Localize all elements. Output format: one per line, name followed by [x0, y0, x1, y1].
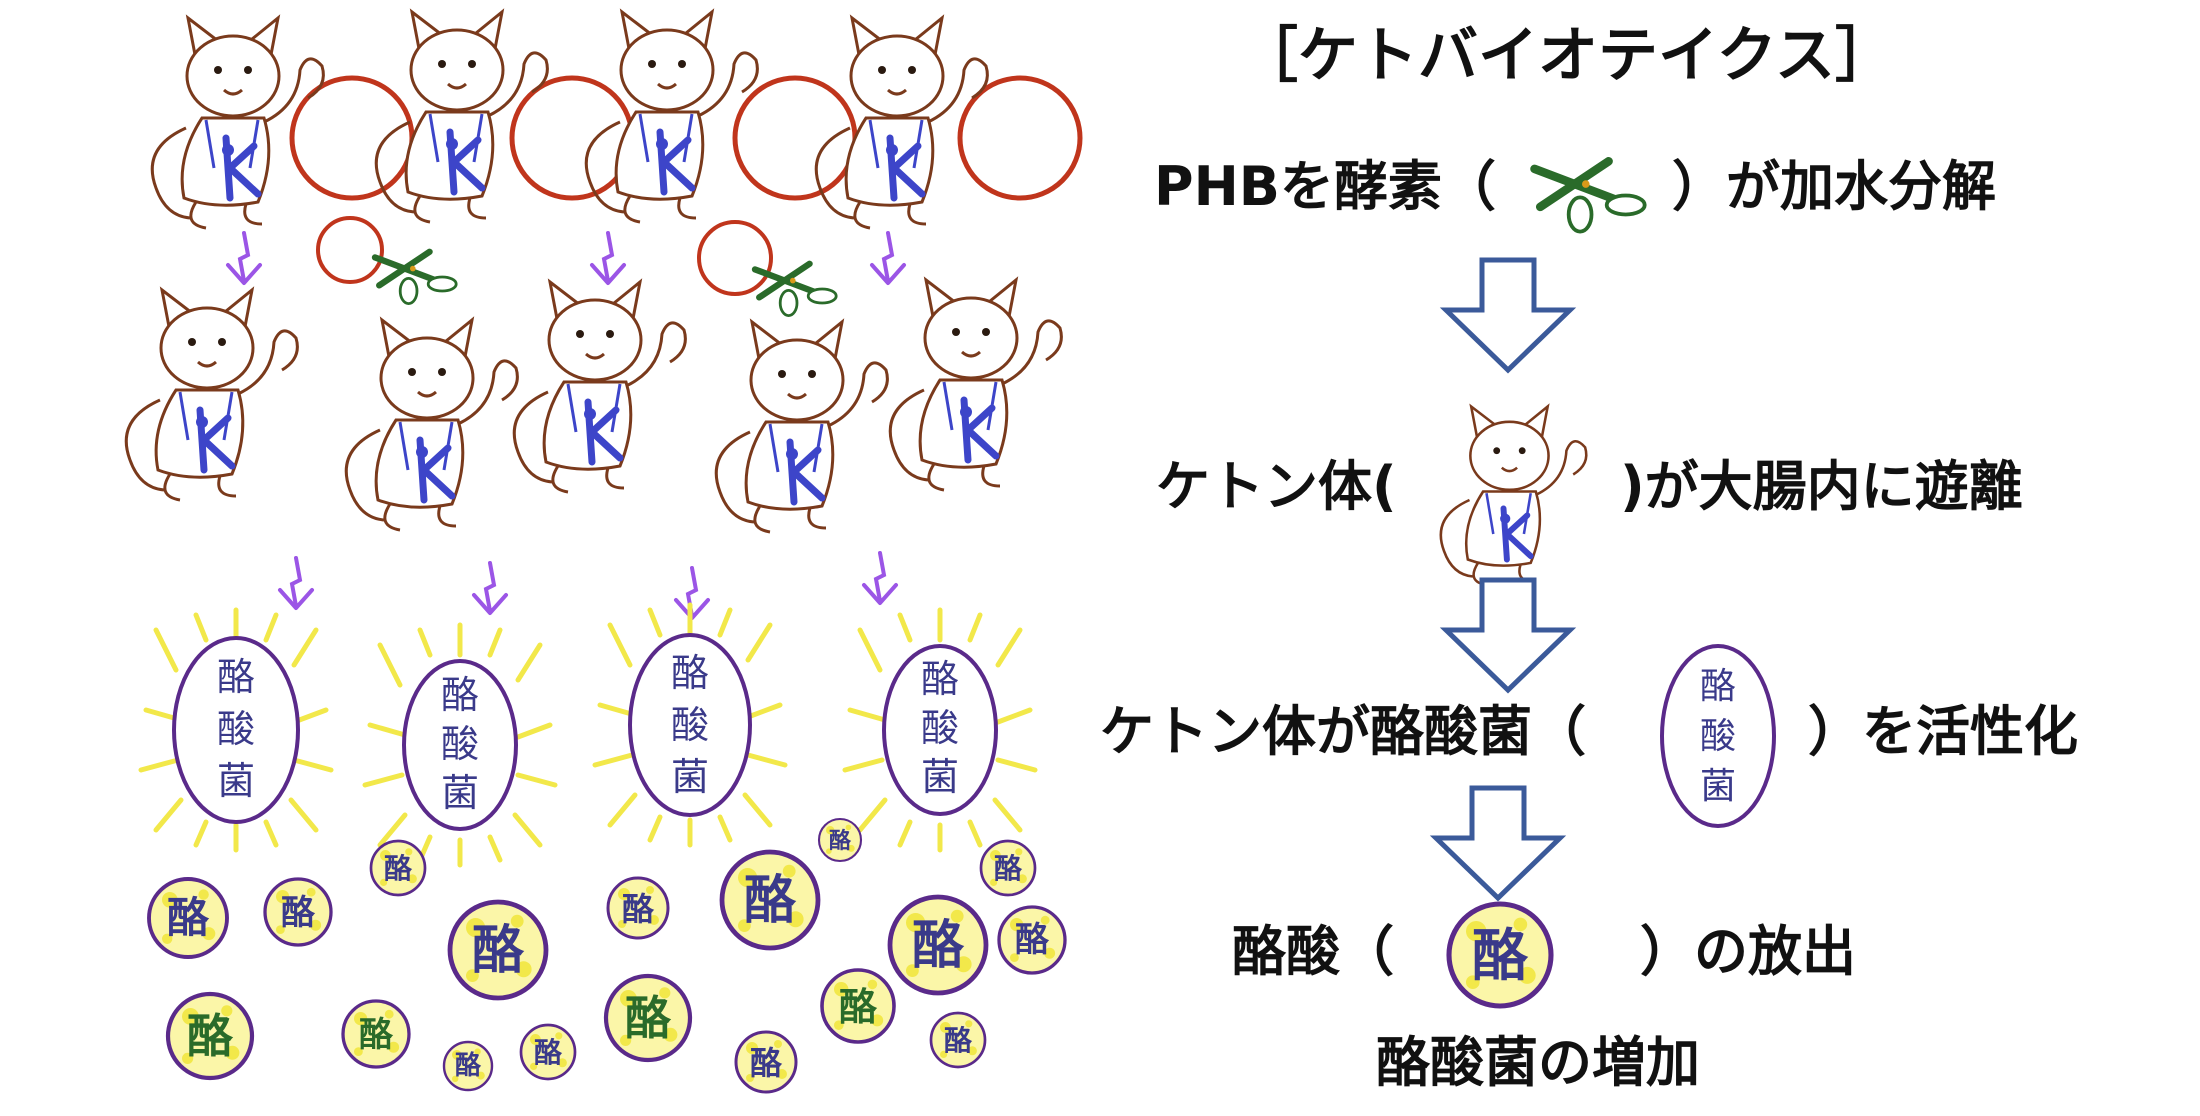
- svg-text:酪: 酪: [744, 871, 797, 931]
- step1-right: ）が加水分解: [1672, 155, 1996, 218]
- diagram-title: ［ケトバイオテイクス］: [1238, 21, 1895, 91]
- butyrate-bead-label: 酪: [1472, 924, 1529, 989]
- svg-text:酪: 酪: [1015, 920, 1050, 960]
- down-arrow-icon: [226, 231, 262, 285]
- bead-labels: 酪 酪 酪 酪 酪 酪 酪 酪 酪 酪 酪 酪 酪 酪 酪 酪 酪 酪: [167, 828, 1050, 1082]
- scissors-icon: [1535, 161, 1645, 231]
- step2-right: )が大腸内に遊離: [1620, 455, 2023, 518]
- svg-text:酪: 酪: [281, 893, 316, 933]
- step2-left: ケトン体(: [1156, 455, 1397, 518]
- bacteria-char: 酸: [1700, 716, 1736, 757]
- bacteria-char: 酸: [671, 703, 709, 747]
- ketone-cat-icon: [126, 290, 297, 500]
- svg-text:酪: 酪: [829, 828, 852, 854]
- bacteria-group: [141, 605, 1035, 865]
- step3-right: ）を活性化: [1808, 700, 2078, 763]
- bacteria-labels: 酪 酸 菌 酪 酸 菌 酪 酸 菌 酪 酸 菌: [217, 651, 959, 815]
- step3-left: ケトン体が酪酸菌（: [1100, 700, 1586, 763]
- bacteria-char: 菌: [671, 755, 709, 799]
- butyric-bacteria-icon: [402, 659, 518, 831]
- ketone-cat-icon: [376, 12, 547, 222]
- ketone-cat-icon: [716, 322, 887, 532]
- phb-ring: [732, 75, 858, 201]
- bacteria-char: 酪: [441, 673, 479, 717]
- cut-ring: [316, 216, 384, 284]
- ketone-cat-icon: [586, 12, 757, 222]
- bacteria-char: 菌: [217, 759, 255, 803]
- down-arrow-icon: [278, 556, 314, 610]
- down-arrow-icon: [590, 231, 626, 285]
- butyric-bacteria-icon: [628, 633, 752, 817]
- svg-text:酪: 酪: [625, 991, 672, 1045]
- bacteria-char: 酪: [1700, 666, 1736, 707]
- svg-text:酪: 酪: [455, 1051, 482, 1081]
- ketone-cat-icon: [890, 280, 1061, 490]
- svg-text:酪: 酪: [167, 893, 210, 942]
- butyric-bacteria-icon: [1660, 644, 1776, 828]
- svg-text:酪: 酪: [912, 916, 965, 976]
- ketone-cat-icon: [514, 282, 685, 492]
- flow-arrow-icon: [1446, 260, 1570, 370]
- bacteria-char: 酪: [217, 655, 255, 699]
- flow-arrow-icon: [1436, 788, 1560, 898]
- butyric-bacteria-icon: [172, 636, 300, 824]
- svg-text:酪: 酪: [750, 1044, 783, 1082]
- ketone-cat-icon: [1441, 407, 1586, 586]
- svg-text:酪: 酪: [944, 1024, 973, 1057]
- flow-arrow-icon: [1446, 580, 1570, 690]
- svg-text:酪: 酪: [534, 1036, 563, 1069]
- scissors-icon: [375, 252, 456, 304]
- svg-text:酪: 酪: [359, 1015, 394, 1055]
- step1-left: PHBを酵素（: [1154, 155, 1496, 218]
- cut-ring: [697, 220, 773, 296]
- svg-text:酪: 酪: [839, 985, 878, 1029]
- phb-ring: [957, 75, 1083, 201]
- down-arrow-icon: [862, 551, 898, 605]
- bacteria-char: 菌: [921, 755, 959, 799]
- down-arrow-icon: [870, 231, 906, 285]
- ketone-cat-icon: [152, 18, 323, 228]
- svg-text:酪: 酪: [472, 921, 525, 981]
- bacteria-char: 菌: [1700, 766, 1736, 807]
- svg-text:酪: 酪: [187, 1009, 234, 1063]
- bacteria-char: 酸: [921, 706, 959, 750]
- bacteria-char: 酪: [921, 657, 959, 701]
- step4-right: ）の放出: [1640, 920, 1856, 983]
- svg-text:酪: 酪: [622, 890, 655, 928]
- phb-ring: [509, 75, 635, 201]
- svg-text:酪: 酪: [994, 852, 1023, 885]
- butyric-bacteria-icon: [882, 644, 998, 816]
- step4-left: 酪酸（: [1232, 920, 1394, 983]
- ketone-cat-icon: [346, 320, 517, 530]
- bacteria-char: 酸: [441, 722, 479, 766]
- down-arrow-icon: [472, 561, 508, 615]
- svg-text:酪: 酪: [384, 852, 413, 885]
- scissors-icon: [755, 264, 836, 316]
- bacteria-char: 酪: [671, 651, 709, 695]
- step5-text: 酪酸菌の増加: [1376, 1031, 1700, 1094]
- bacteria-char: 菌: [441, 771, 479, 815]
- bacteria-char: 酸: [217, 707, 255, 751]
